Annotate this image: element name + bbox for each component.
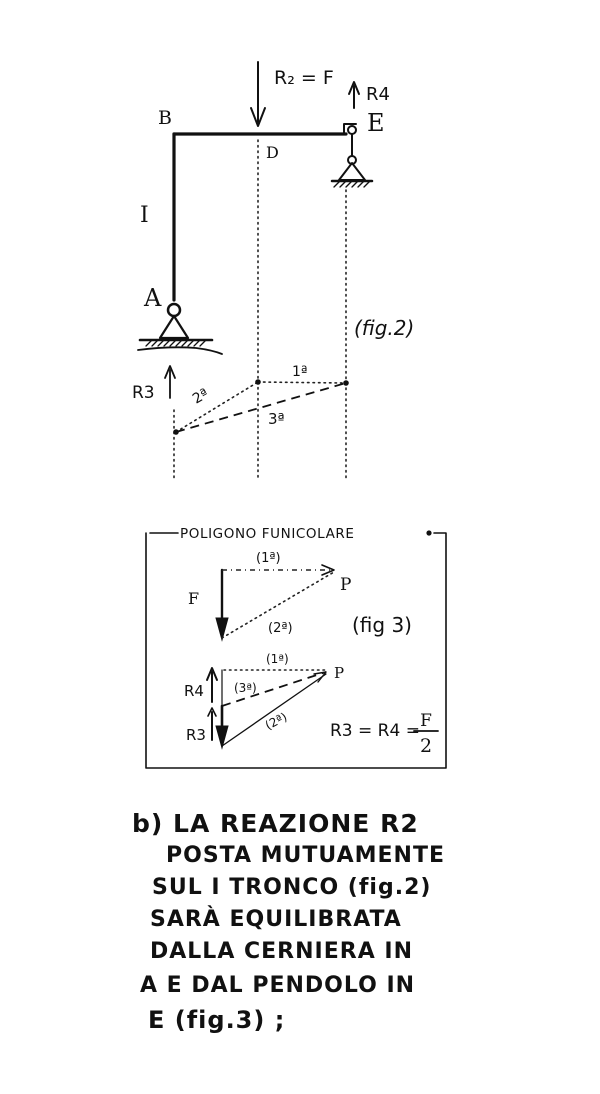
note-line-5: DALLA CERNIERA IN [150,939,413,964]
label-R4-fig2: R4 [366,84,390,105]
label-I: I [140,203,149,228]
label-F: F [188,589,199,608]
load-arrow-R2 [250,61,266,127]
reaction-arrow-R4 [348,81,360,109]
reaction-R4-arrowhead [206,667,218,681]
fig3-frame [145,532,447,769]
fig2-structure: R₂ = F R4 B D E I A [132,61,414,479]
ray-1-line [257,381,347,384]
reaction-arrow-R3 [164,365,176,399]
beam-end-bracket [343,123,357,135]
result-numerator: F [420,711,432,731]
ray-1-bottom-label: (1ª) [266,652,289,666]
handwritten-notes: b) LA REAZIONE R2 POSTA MUTUAMENTE SUL I… [132,809,445,1034]
ray-1-top-label: (1ª) [256,551,281,566]
note-line-4: SARÀ EQUILIBRATA [150,906,402,932]
ray-2-label: 2ª [190,386,211,408]
label-B: B [158,107,172,129]
node-D [255,379,261,385]
ray-2-bottom [221,673,327,747]
reaction-R3-arrowhead [215,725,229,750]
ray-2-line [175,381,259,433]
fig3-title: POLIGONO FUNICOLARE [180,526,355,542]
result-denominator: 2 [420,735,432,757]
caption-fig2: (fig.2) [354,316,414,340]
label-P-bottom: P [334,664,344,682]
pendulum-ground [330,179,374,188]
label-E: E [367,109,385,137]
reaction-R3-tick-arrow [207,707,217,717]
ray-2-top [221,571,335,639]
hinge-E [347,125,357,135]
note-line-7: E (fig.3) ; [148,1006,285,1034]
node-E [343,380,349,386]
label-A: A [143,284,162,312]
label-D: D [266,143,279,162]
force-F-arrowhead [215,617,229,642]
ray-2-bottom-label: (2ª) [263,710,290,733]
ray-2-top-label: (2ª) [268,621,293,636]
ray-2-bottom-arrow [313,671,327,683]
ray-3-bottom-label: (3ª) [234,681,257,695]
ray-1-label: 1ª [292,364,308,380]
note-line-2: POSTA MUTUAMENTE [166,843,445,868]
label-R3-fig3: R3 [186,726,206,744]
pendulum-support [338,162,366,181]
ray-3-bottom [221,671,327,707]
result-lhs: R3 = R4 = [330,721,420,741]
fig3-funicular-polygon: POLIGONO FUNICOLARE F P (1ª) (2ª) (fig 3… [145,526,447,769]
note-line-1: b) LA REAZIONE R2 [132,809,419,838]
hinge-A-support [158,314,190,340]
label-R4-fig3: R4 [184,682,204,700]
label-R3-fig2: R3 [132,383,155,403]
ray-1-top-arrow [321,564,335,576]
note-line-6: A E DAL PENDOLO IN [140,973,415,998]
note-line-3: SUL I TRONCO (fig.2) [152,875,431,900]
label-P-top: P [340,575,351,595]
load-label: R₂ = F [274,67,334,89]
caption-fig3: (fig 3) [352,613,412,637]
ray-3-label: 3ª [268,410,285,428]
node-A [173,429,179,435]
ground-A [137,338,223,355]
hinge-A [166,302,182,318]
title-bullet [426,530,432,536]
